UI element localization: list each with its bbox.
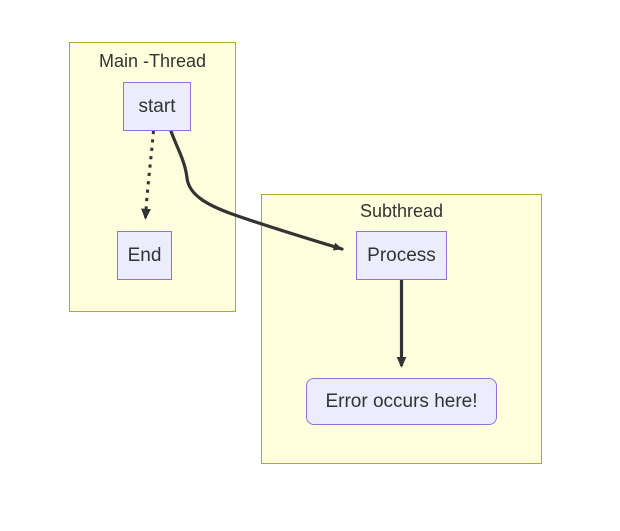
node-process-label: Process bbox=[367, 244, 436, 266]
node-error-label: Error occurs here! bbox=[325, 390, 478, 412]
node-start-label: start bbox=[138, 95, 176, 117]
node-end[interactable]: End bbox=[117, 231, 172, 280]
subgraph-subthread-label: Subthread bbox=[359, 201, 444, 221]
node-end-label: End bbox=[127, 244, 162, 266]
subgraph-main-thread-label: Main -Thread bbox=[98, 51, 207, 71]
node-start[interactable]: start bbox=[123, 82, 191, 131]
node-process[interactable]: Process bbox=[356, 231, 447, 280]
node-error[interactable]: Error occurs here! bbox=[306, 378, 497, 425]
